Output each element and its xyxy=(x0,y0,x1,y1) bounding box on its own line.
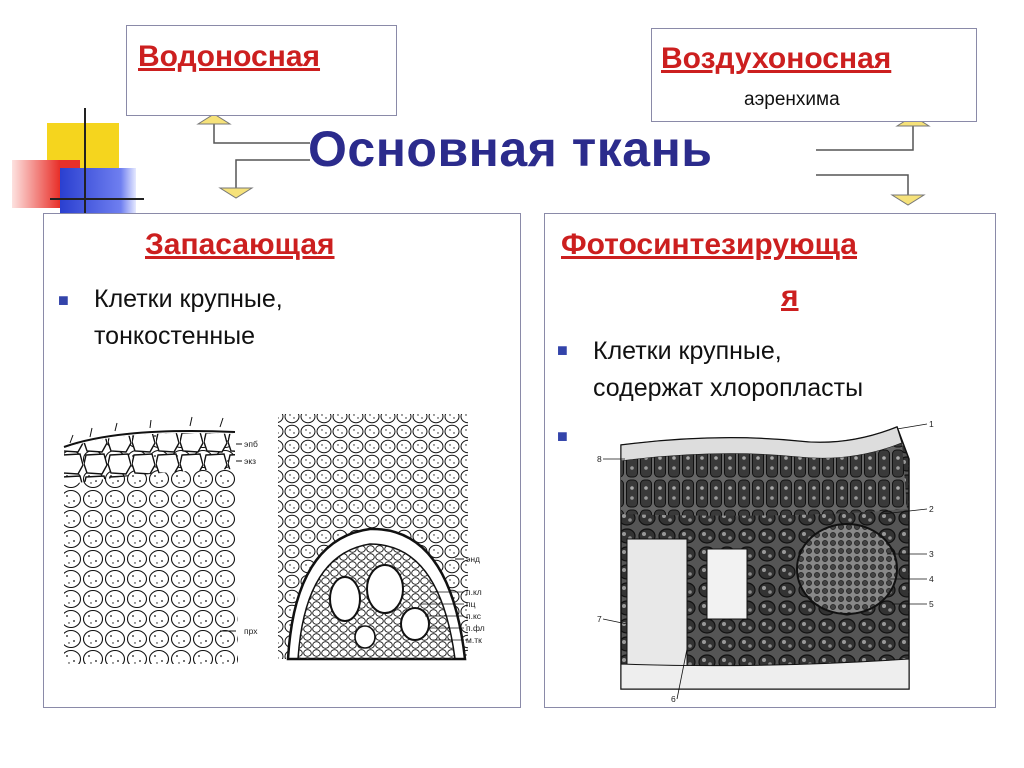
label-7: 7 xyxy=(597,614,602,624)
photo-bullet-line1: Клетки крупные, xyxy=(593,334,782,368)
bullet-icon: ■ xyxy=(58,290,69,311)
photo-panel: Фотосинтезирующа я ■ Клетки крупные, сод… xyxy=(544,213,996,708)
label-prh: прх xyxy=(244,626,258,636)
leaf-section-figure: 1 2 3 4 5 6 7 8 xyxy=(597,419,982,704)
storage-tissue-figure: эпб экз прх энд п.кл пц п.кс п.фл м.тк xyxy=(60,409,500,669)
bullet-icon: ■ xyxy=(557,340,568,361)
label-end: энд xyxy=(466,554,480,564)
storage-bullet-line1: Клетки крупные, xyxy=(94,282,283,316)
air-box: Воздухоносная аэренхима xyxy=(651,28,977,122)
label-epb: эпб xyxy=(244,439,258,449)
label-pks: п.кс xyxy=(466,611,482,621)
label-pc: пц xyxy=(466,599,476,609)
label-ekz: экз xyxy=(244,456,256,466)
label-pkl: п.кл xyxy=(466,587,482,597)
photo-panel-title-line2: я xyxy=(781,280,799,314)
label-2: 2 xyxy=(929,504,934,514)
label-mtk: м.тк xyxy=(466,635,482,645)
arrow-down-icon xyxy=(892,195,924,205)
label-8: 8 xyxy=(597,454,602,464)
arrow-down-icon xyxy=(220,188,252,198)
storage-panel-title: Запасающая xyxy=(145,228,335,262)
label-1: 1 xyxy=(929,419,934,429)
label-3: 3 xyxy=(929,549,934,559)
storage-bullet-line2: тонкостенные xyxy=(94,319,255,353)
label-4: 4 xyxy=(929,574,934,584)
water-box-title: Водоносная xyxy=(138,40,320,74)
air-box-title: Воздухоносная xyxy=(661,42,891,76)
photo-bullet-line2: содержат хлоропласты xyxy=(593,371,863,405)
bullet-icon: ■ xyxy=(557,426,568,447)
storage-panel: Запасающая ■ Клетки крупные, тонкостенны… xyxy=(43,213,521,708)
air-box-subtitle: аэренхима xyxy=(744,89,840,111)
label-pfl: п.фл xyxy=(466,623,485,633)
label-5: 5 xyxy=(929,599,934,609)
label-6: 6 xyxy=(671,694,676,704)
water-box: Водоносная xyxy=(126,25,397,116)
page-title: Основная ткань xyxy=(308,120,713,178)
photo-panel-title-line1: Фотосинтезирующа xyxy=(561,228,857,262)
